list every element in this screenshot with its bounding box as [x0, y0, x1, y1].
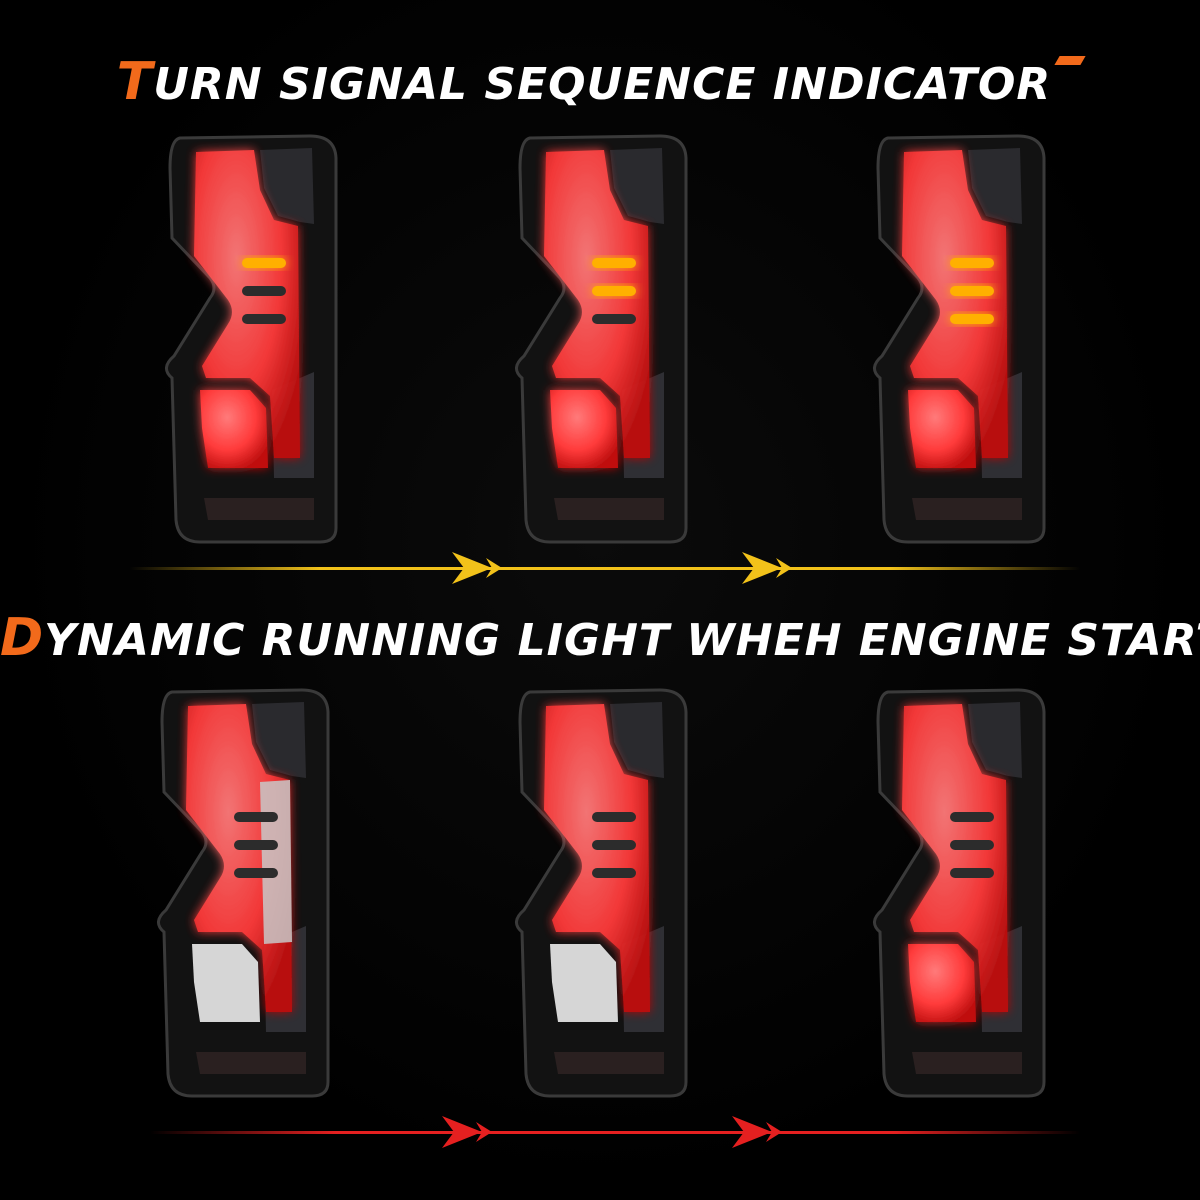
lamp-lower-lens — [550, 944, 618, 1022]
lamp-bottom-reflector — [912, 498, 1022, 520]
lamp-smoked-lens-top — [260, 148, 314, 224]
arrow-head-icon — [442, 1116, 482, 1148]
lamp-lower-lens — [192, 944, 260, 1022]
running-light-heading-initial: D — [0, 608, 45, 668]
unlit-signal-slot — [592, 812, 636, 822]
arrow-head-icon — [476, 1122, 492, 1142]
unlit-signal-slot — [592, 314, 636, 324]
tail-lamp-running-step-3 — [858, 682, 1068, 1102]
lamp-smoked-lens-top — [610, 148, 664, 224]
lamp-bottom-reflector — [196, 1052, 306, 1074]
lamp-clear-channel — [260, 780, 292, 944]
lamp-lower-lens — [908, 944, 976, 1022]
arrow-head-icon — [486, 558, 502, 578]
turn-signal-heading: TURN SIGNAL SEQUENCE INDICATOR — [0, 52, 1200, 112]
yellow-sequence-arrow — [0, 548, 1200, 588]
lamp-bottom-reflector — [204, 498, 314, 520]
arrow-head-icon — [452, 552, 492, 584]
running-light-heading: DYNAMIC RUNNING LIGHT WHEH ENGINE START — [0, 608, 1200, 668]
arrow-head-icon — [732, 1116, 772, 1148]
lamp-smoked-lens-top — [610, 702, 664, 778]
heading-accent-mark — [1054, 56, 1086, 65]
arrow-shaft — [150, 1131, 1080, 1134]
lamp-lower-lens — [200, 390, 268, 468]
amber-turn-signal-bar — [592, 286, 636, 296]
lamp-smoked-lens-top — [968, 148, 1022, 224]
tail-lamp-running-step-1 — [142, 682, 352, 1102]
lamp-red-light-bar — [194, 150, 300, 458]
amber-turn-signal-bar — [592, 258, 636, 268]
lamp-smoked-lens-top — [252, 702, 306, 778]
lamp-lower-lens — [550, 390, 618, 468]
tail-lamp-running-step-2 — [500, 682, 710, 1102]
lamp-smoked-lens-top — [968, 702, 1022, 778]
lamp-bottom-reflector — [912, 1052, 1022, 1074]
unlit-signal-slot — [592, 868, 636, 878]
lamp-red-light-bar — [544, 704, 650, 1012]
tail-lamp-turn-step-3 — [858, 128, 1068, 548]
lamp-red-light-bar — [902, 150, 1008, 458]
lamp-red-light-bar — [544, 150, 650, 458]
arrow-head-icon — [766, 1122, 782, 1142]
red-sequence-arrow — [0, 1112, 1200, 1152]
lamp-lower-lens — [908, 390, 976, 468]
lamp-bottom-reflector — [554, 1052, 664, 1074]
tail-lamp-turn-step-2 — [500, 128, 710, 548]
unlit-signal-slot — [234, 812, 278, 822]
amber-turn-signal-bar — [950, 314, 994, 324]
arrow-head-icon — [742, 552, 782, 584]
unlit-signal-slot — [234, 868, 278, 878]
lamp-red-light-bar — [902, 704, 1008, 1012]
running-light-heading-text: YNAMIC RUNNING LIGHT WHEH ENGINE START — [44, 615, 1200, 666]
arrow-head-icon — [776, 558, 792, 578]
tail-lamp-turn-step-1 — [150, 128, 360, 548]
unlit-signal-slot — [242, 286, 286, 296]
amber-turn-signal-bar — [950, 286, 994, 296]
unlit-signal-slot — [950, 812, 994, 822]
lamp-bottom-reflector — [554, 498, 664, 520]
unlit-signal-slot — [592, 840, 636, 850]
unlit-signal-slot — [234, 840, 278, 850]
unlit-signal-slot — [950, 840, 994, 850]
turn-signal-heading-text: URN SIGNAL SEQUENCE INDICATOR — [153, 59, 1052, 110]
unlit-signal-slot — [242, 314, 286, 324]
amber-turn-signal-bar — [950, 258, 994, 268]
amber-turn-signal-bar — [242, 258, 286, 268]
arrow-shaft — [130, 567, 1080, 570]
unlit-signal-slot — [950, 868, 994, 878]
turn-signal-heading-initial: T — [116, 52, 154, 112]
